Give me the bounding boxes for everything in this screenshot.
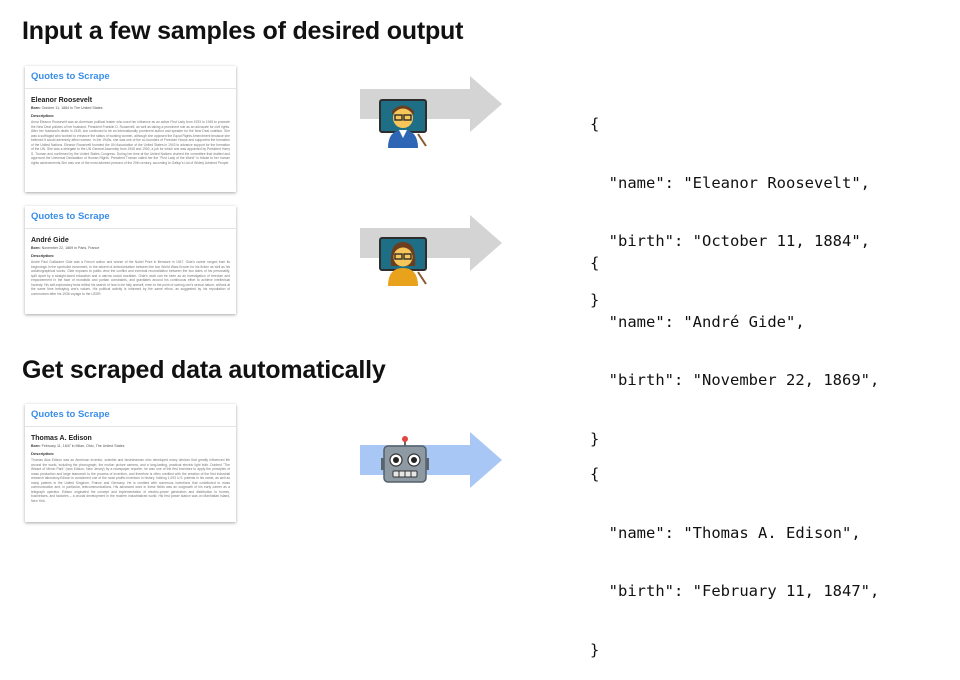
json-name-value: André Gide: [692, 312, 786, 331]
site-title: Quotes to Scrape: [31, 71, 110, 82]
description-label: Description:: [31, 113, 55, 118]
description-label: Description:: [31, 451, 55, 456]
man-teacher-icon: [378, 98, 428, 155]
json-birth-value: November 22, 1869: [702, 371, 861, 389]
author-name: Eleanor Roosevelt: [31, 97, 93, 104]
heading-auto-section: Get scraped data automatically: [22, 356, 386, 384]
json-output-gide: { "name": "André Gide", "birth": "Novemb…: [590, 254, 880, 448]
site-title: Quotes to Scrape: [31, 409, 110, 420]
json-name-value: Thomas A. Edison: [692, 523, 842, 542]
site-title: Quotes to Scrape: [31, 211, 110, 222]
json-birth-value: February 11, 1847: [702, 582, 861, 600]
target-card-edison: Quotes to Scrape Thomas A. Edison Born: …: [25, 404, 236, 522]
json-output-edison: { "name": "Thomas A. Edison", "birth": "…: [590, 465, 880, 659]
author-description: Thomas Alva Edison was an American inven…: [31, 458, 230, 503]
description-label: Description:: [31, 253, 55, 258]
divider: [25, 228, 236, 229]
author-description: André Paul Guillaume Gide was a French a…: [31, 260, 230, 296]
author-description: Anna Eleanor Roosevelt was an American p…: [31, 120, 230, 165]
json-name-value: Eleanor Roosevelt: [692, 173, 852, 192]
author-born: Born: November 22, 1869 in Paris, France: [31, 246, 100, 250]
robot-icon: [380, 436, 430, 495]
heading-sample-section: Input a few samples of desired output: [22, 17, 464, 45]
author-born: Born: February 11, 1847 in Milan, Ohio, …: [31, 444, 125, 448]
author-born: Born: October 11, 1884 in The United Sta…: [31, 106, 103, 110]
divider: [25, 426, 236, 427]
sample-card-eleanor: Quotes to Scrape Eleanor Roosevelt Born:…: [25, 66, 236, 192]
sample-card-gide: Quotes to Scrape André Gide Born: Novemb…: [25, 206, 236, 314]
json-birth-value: October 11, 1884: [702, 232, 852, 250]
author-name: André Gide: [31, 237, 69, 244]
woman-teacher-icon: [378, 236, 428, 293]
author-name: Thomas A. Edison: [31, 435, 92, 442]
divider: [25, 88, 236, 89]
json-output-eleanor: { "name": "Eleanor Roosevelt", "birth": …: [590, 115, 870, 309]
